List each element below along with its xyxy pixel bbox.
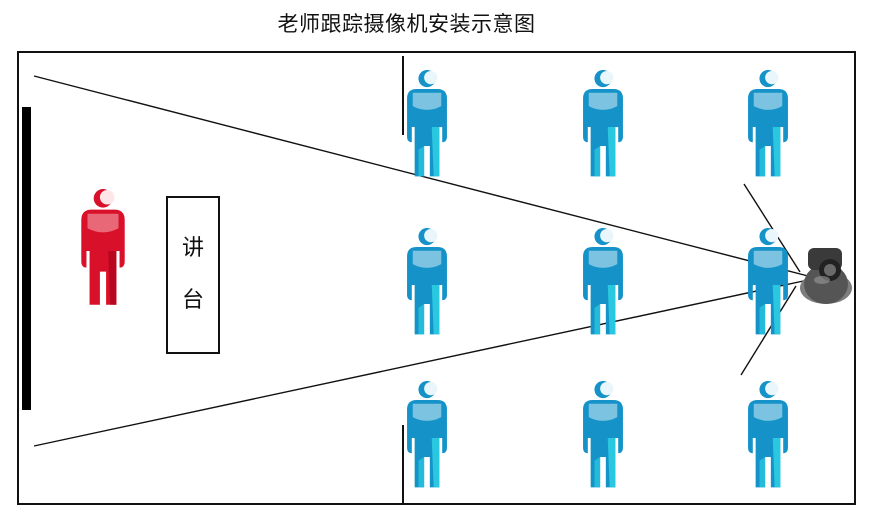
student-person-icon [748,70,788,177]
student-person-icon [407,70,447,177]
blackboard [22,107,31,410]
student-person-icon [583,381,623,488]
student-person-icon [583,70,623,177]
student-person-icon [748,381,788,488]
view-line-bottom [33,279,809,447]
student-person-icon [407,381,447,488]
student-person-icon [583,228,623,335]
student-person-icon [407,228,447,335]
classroom-outline [17,51,856,505]
ptz-camera-icon [800,248,852,304]
podium: 讲 台 [166,196,220,354]
podium-label-1: 讲 [181,236,204,261]
camera-range-line-top [743,183,801,273]
camera-range-line-bottom [740,285,797,376]
podium-label-2: 台 [181,288,204,313]
teacher-person-icon [81,189,125,305]
diagram-title: 老师跟踪摄像机安装示意图 [277,12,536,36]
